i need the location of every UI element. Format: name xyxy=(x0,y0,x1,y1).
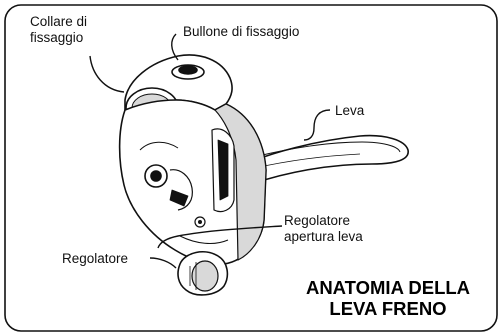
label-collar-line2: fissaggio xyxy=(30,30,87,46)
label-lever: Leva xyxy=(335,103,364,119)
label-collar-line1: Collare di xyxy=(30,14,87,30)
diagram-title: ANATOMIA DELLA LEVA FRENO xyxy=(274,277,502,319)
label-bolt: Bullone di fissaggio xyxy=(183,24,299,40)
label-reach-adjuster: Regolatore apertura leva xyxy=(284,213,363,245)
label-reach-adjuster-line1: Regolatore xyxy=(284,213,363,229)
diagram-title-line2: LEVA FRENO xyxy=(274,298,502,319)
label-collar: Collare di fissaggio xyxy=(30,14,87,46)
label-reach-adjuster-line2: apertura leva xyxy=(284,229,363,245)
diagram-title-line1: ANATOMIA DELLA xyxy=(274,277,502,298)
barrel-adjuster xyxy=(178,252,227,295)
label-adjuster: Regolatore xyxy=(62,251,128,267)
